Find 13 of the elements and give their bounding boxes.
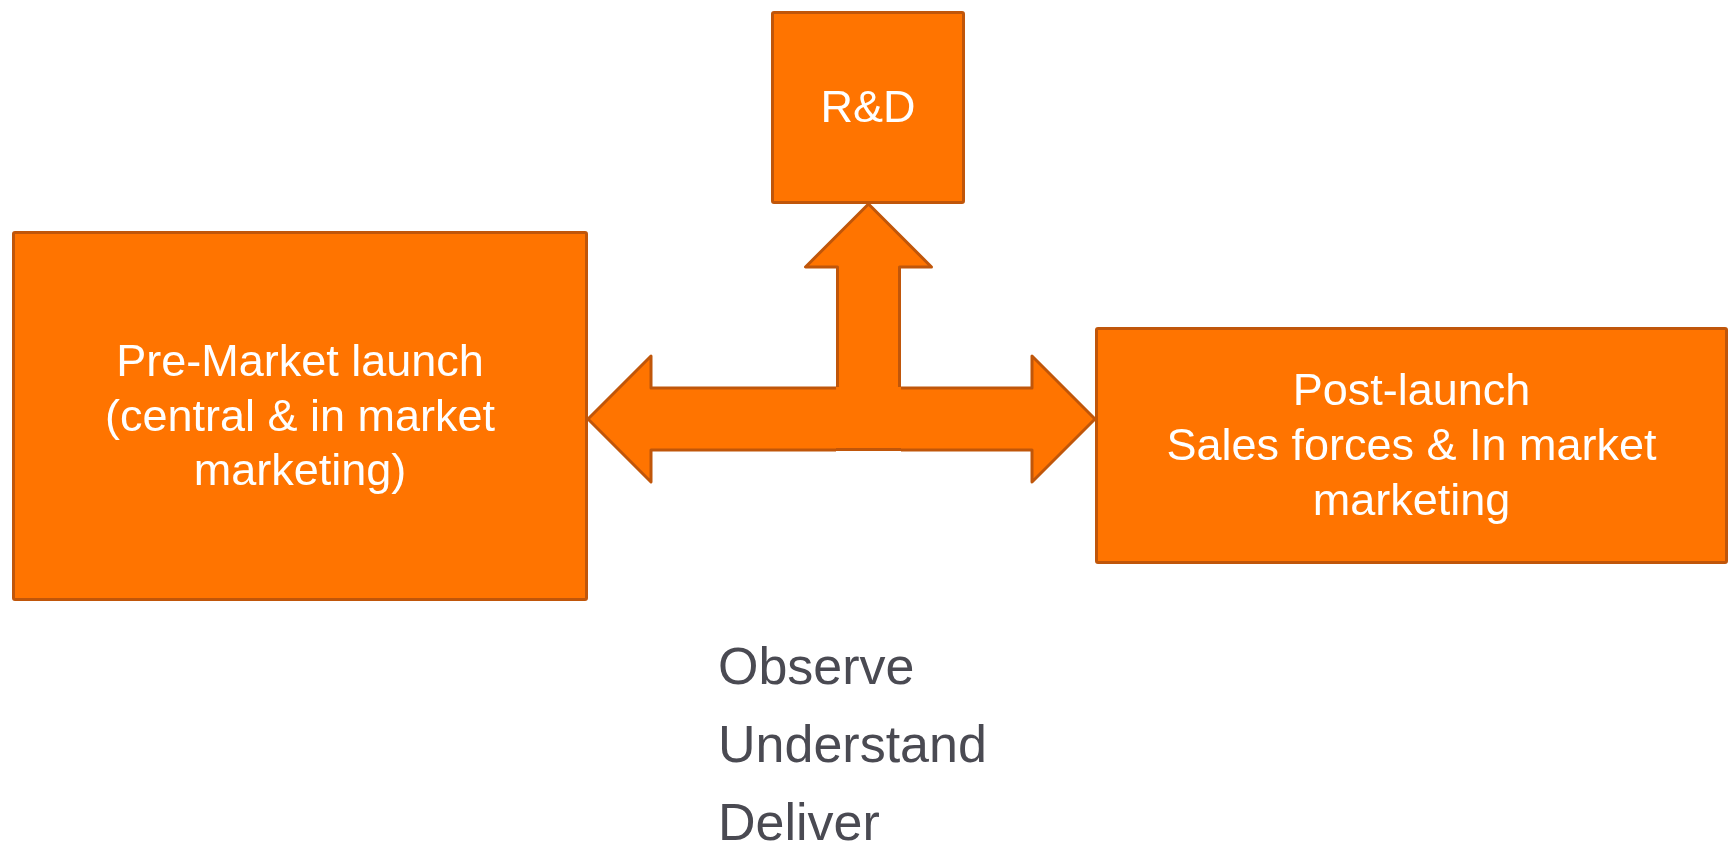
box-label: R&D [820, 80, 916, 135]
box-label: Post-launch [1292, 363, 1531, 418]
process-box [771, 11, 965, 204]
note-text: Observe [718, 640, 915, 692]
box-label: Pre-Market launch (central & in market marketing) [103, 333, 497, 498]
note-text: Understand [718, 718, 987, 770]
box-label: Sales forces & In market marketing [1165, 418, 1658, 527]
process-box [12, 231, 588, 601]
block-arrow [804, 202, 933, 389]
block-arrow [899, 354, 1097, 484]
process-box [1095, 327, 1728, 564]
note-text: Deliver [718, 796, 880, 844]
block-arrow [586, 354, 838, 484]
